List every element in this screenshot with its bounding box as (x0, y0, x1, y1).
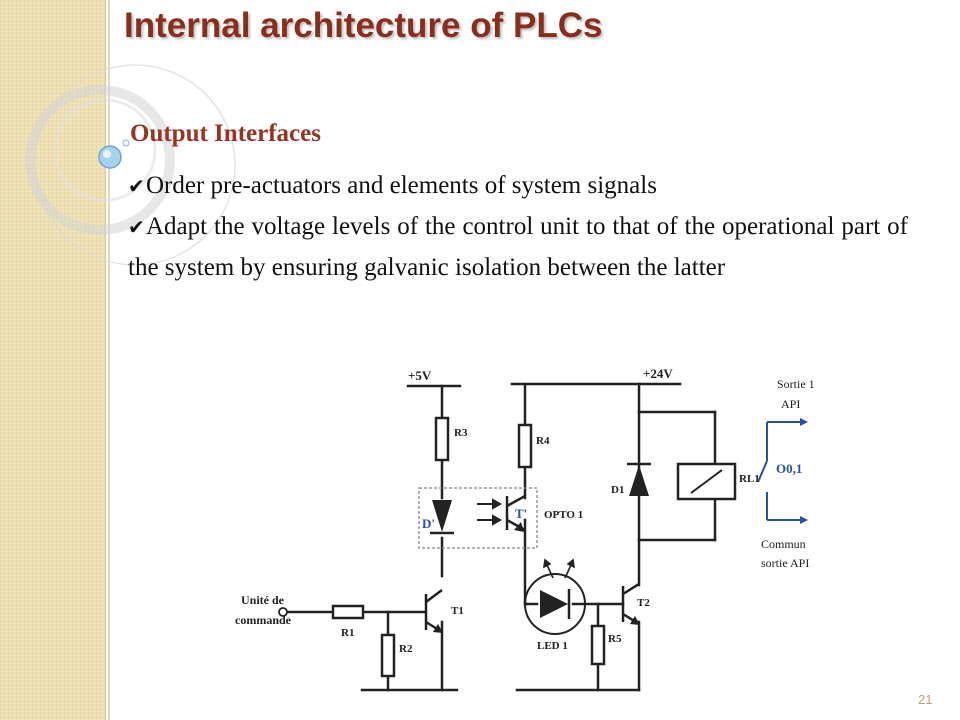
input-label-line2: commande (235, 613, 292, 627)
sidebar-texture (0, 0, 106, 720)
bullet-text: Order pre-actuators and elements of syst… (146, 172, 657, 199)
bullet-item: ✔Adapt the voltage levels of the control… (128, 207, 908, 288)
r2-label: R2 (399, 643, 413, 655)
checkmark-icon: ✔ (128, 176, 145, 198)
output-interface-circuit: +5V +24V R3 R4 R5 R2 R1 T1 T2 D1 D' T' O… (235, 366, 815, 692)
decorative-circles (25, 64, 236, 266)
section-subtitle: Output Interfaces (130, 120, 321, 147)
t2-label: T2 (637, 597, 650, 609)
commun-label-line2: sortie API (761, 556, 809, 570)
sortie-label-line1: Sortie 1 (777, 377, 815, 391)
r1-label: R1 (341, 627, 354, 639)
opto-label: OPTO 1 (544, 509, 583, 521)
r4-label: R4 (536, 435, 550, 447)
input-label-line1: Unité de (241, 593, 285, 607)
dprime-label: D' (422, 516, 435, 531)
bullet-item: ✔Order pre-actuators and elements of sys… (128, 166, 908, 207)
r3-label: R3 (454, 427, 468, 439)
bullet-text: Adapt the voltage levels of the control … (128, 213, 908, 281)
supply-24v-label: +24V (643, 366, 673, 381)
rl1-label: RL1 (739, 473, 760, 485)
contact-o01-label: O0,1 (776, 461, 802, 476)
tprime-label: T' (515, 506, 527, 521)
slide-title: Internal architecture of PLCs (124, 6, 603, 45)
t1-label: T1 (451, 605, 464, 617)
commun-label-line1: Commun (761, 537, 806, 551)
sidebar-divider (108, 0, 110, 720)
page-number: 21 (918, 692, 933, 707)
bullet-list: ✔Order pre-actuators and elements of sys… (128, 166, 908, 288)
sortie-label-line2: API (781, 397, 800, 411)
r5-label: R5 (608, 633, 622, 645)
led-label: LED 1 (537, 640, 568, 652)
d1-label: D1 (611, 484, 624, 496)
supply-5v-label: +5V (408, 368, 432, 383)
checkmark-icon: ✔ (128, 217, 145, 239)
